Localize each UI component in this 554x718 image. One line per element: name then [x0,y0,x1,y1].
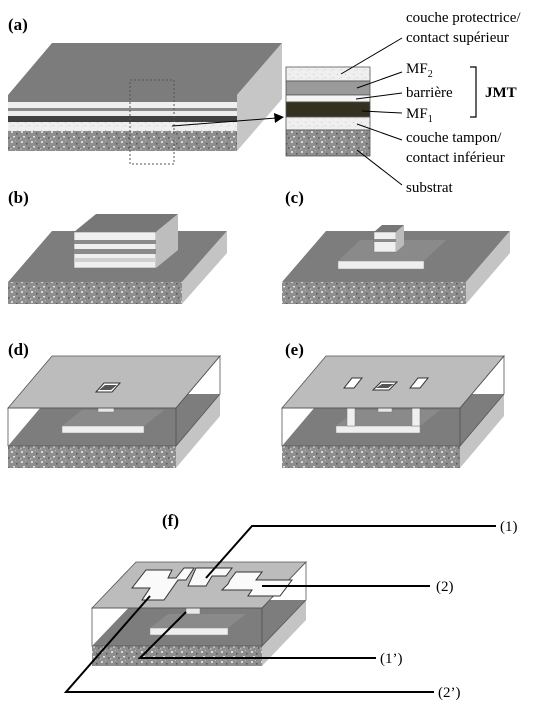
f-contact-front [150,628,228,635]
front-mf2 [8,108,237,111]
b-mesa-band-3 [74,258,156,262]
panel-label-b: (b) [8,188,29,207]
leader-protective [341,38,402,74]
front-protective-layer [8,95,237,102]
label-buffer-line2: contact inférieur [406,150,505,166]
label-substrate: substrat [406,180,453,196]
panel-label-c: (c) [285,188,304,207]
label-mf2: MF2 [406,61,433,80]
callout-label-1: (1) [500,519,518,535]
d-contact-front [62,426,144,433]
xsec-protective-layer [286,67,370,81]
cross-section-detail [286,67,370,156]
callout-label-2: (2) [436,579,454,595]
panel-a-layer-stack [8,43,282,164]
f-base-front [92,646,262,666]
b-base-front [8,282,182,304]
label-buffer-line1: couche tampon/ [406,130,502,146]
front-barrier [8,111,237,116]
xsec-mf1 [286,102,370,117]
panel-label-d: (d) [8,340,29,359]
panel-e-via-structure [282,356,504,468]
c-base-front [282,282,466,304]
panel-label-a: (a) [8,15,28,34]
front-substrate [8,131,237,151]
jmt-bracket [470,67,476,117]
xsec-substrate [286,130,370,156]
b-mesa-band-1 [74,240,156,244]
label-protective-line1: couche protectrice/ [406,10,521,26]
panel-f-final-device [92,562,306,666]
c-pillar-band [374,239,396,242]
panel-b-mesa-structure [8,214,227,304]
panel-label-f: (f) [162,511,179,530]
panel-label-e: (e) [285,340,304,359]
panel-d-insulator-structure [8,356,220,468]
front-mf1 [8,116,237,122]
stack-top-face [8,43,282,95]
panel-c-pillar-structure [282,225,510,304]
leader-substrate [357,150,402,185]
label-mf1: MF1 [406,106,433,125]
xsec-buffer-layer [286,117,370,130]
label-jmt: JMT [485,85,517,101]
c-contact-front [338,261,424,269]
callout-label-2p: (2’) [438,685,461,701]
e-contact-front [336,426,420,433]
d-base-front [8,446,176,468]
label-protective-line2: contact supérieur [406,30,509,46]
zoom-arrow-head [274,113,284,123]
front-white-band [8,102,237,108]
b-mesa-band-2 [74,249,156,254]
e-base-front [282,446,460,468]
label-barrier: barrière [406,85,453,101]
callout-label-1p: (1’) [380,651,403,667]
